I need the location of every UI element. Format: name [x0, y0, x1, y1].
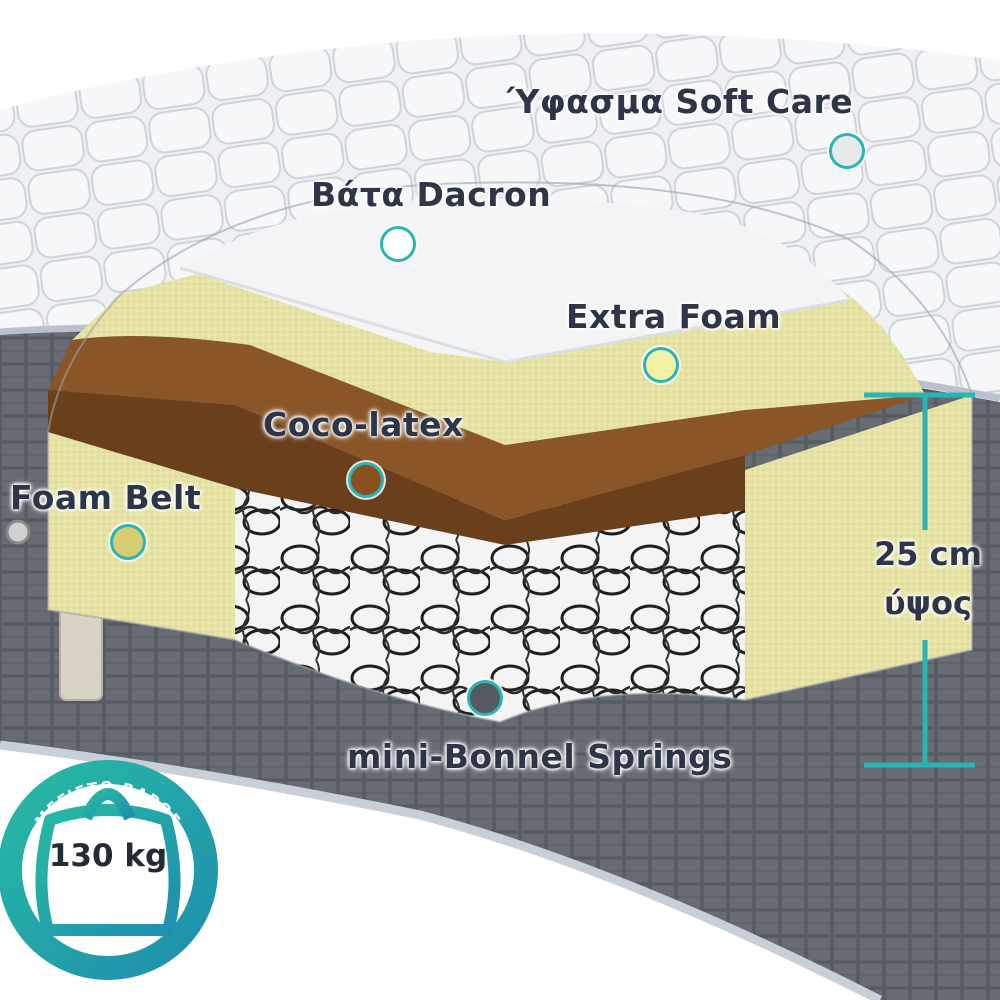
- air-vent: [5, 519, 31, 545]
- label-fabric: Ύφασμα Soft Care: [507, 82, 854, 121]
- marker-extra-foam: [643, 347, 679, 383]
- coco-latex-front: [48, 390, 745, 545]
- label-extra-foam: Extra Foam: [566, 297, 782, 336]
- height-value: 25 cm: [874, 535, 982, 573]
- label-wadding: Βάτα Dacron: [311, 175, 552, 214]
- cutaway-outline: [47, 181, 973, 724]
- label-coco-latex: Coco-latex: [263, 405, 464, 444]
- marker-wadding: [380, 226, 416, 262]
- foam-belt-right: [745, 395, 972, 700]
- dacron-wadding-layer: [180, 198, 850, 362]
- marker-coco-latex: [348, 462, 384, 498]
- coco-latex-top: [48, 336, 925, 520]
- height-dimension: [864, 392, 975, 768]
- marker-fabric: [829, 133, 865, 169]
- weight-icon: [35, 804, 181, 936]
- dacron-wadding-edge: [179, 266, 851, 364]
- height-label: ύψος: [884, 584, 972, 622]
- weight-icon-handle: [80, 788, 136, 821]
- marker-foam-belt: [110, 524, 146, 560]
- label-foam-belt: Foam Belt: [10, 478, 202, 517]
- max-weight-badge: ΜΕΓΙΣΤΟ ΒΑΡΟΣ: [0, 760, 218, 980]
- badge-weight-value: 130 kg: [48, 838, 168, 874]
- marker-springs: [467, 680, 503, 716]
- spring-core: [235, 488, 745, 722]
- label-springs: mini-Bonnel Springs: [347, 737, 733, 776]
